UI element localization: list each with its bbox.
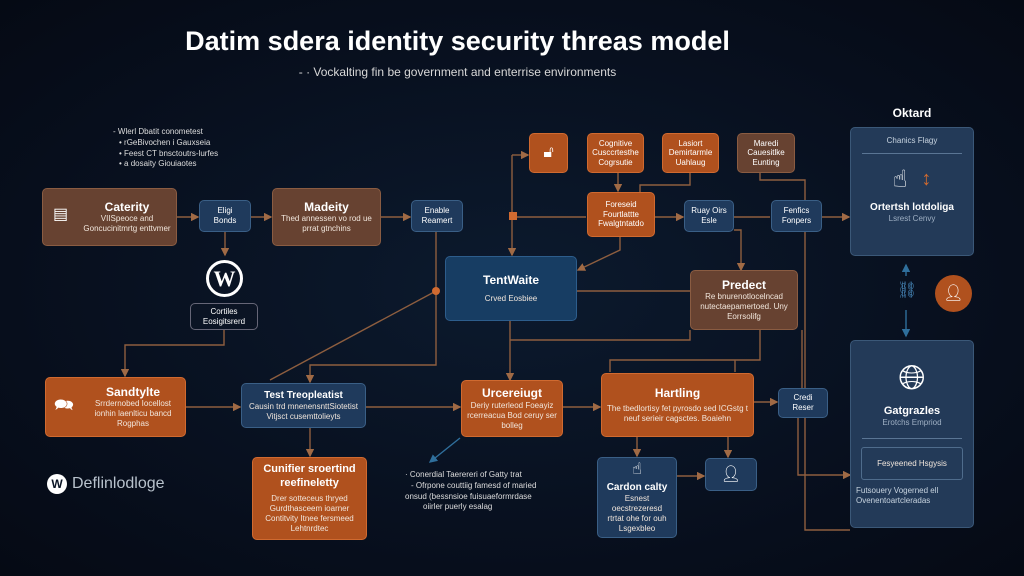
junction-node <box>509 212 517 220</box>
brand-logo: W Deflinlodloge <box>47 474 165 494</box>
fingerprint-icon: ☝︎ <box>892 165 908 193</box>
note-line: • rGeBivochen i Gauxseia <box>119 137 211 147</box>
node-title: Madeity <box>304 199 349 214</box>
page-subtitle: - · Vockalting fin be government and ent… <box>298 65 617 79</box>
brand-name: Deflinlodloge <box>72 475 165 492</box>
panel-inner-box[interactable]: Fesyeened Hsgysis <box>861 447 963 481</box>
divider <box>862 152 962 154</box>
document-stack-icon: ▤ <box>53 206 69 223</box>
node-title: Hartling <box>654 385 701 400</box>
page-title: Datim sdera identity security threas mod… <box>185 26 730 56</box>
node-desc: Re bnurenotlocelncad nutectaepamertoed. … <box>700 292 788 322</box>
panel-title: Ortertsh lotdoliga <box>870 201 954 213</box>
panel-label: Chanics Flagy <box>886 136 938 145</box>
node-urcereiugt[interactable]: Urcereiugt Deriy ruterleod Foeayiz rcerr… <box>461 380 563 437</box>
panel-title: Gatgrazles <box>883 405 941 417</box>
up-down-arrow-icon: ↕ <box>921 168 932 191</box>
node-cortiles[interactable]: Cortiles Eosigitsrerd <box>190 303 258 330</box>
node-title: Lasiort Demirtarmle Uahlaug <box>668 138 713 167</box>
note-line: - Ofrpone couttiig famesd of maried <box>411 480 537 490</box>
node-title: Enable Reamert <box>421 206 453 225</box>
chat-icon: 🗪︎ <box>54 397 74 414</box>
annotation: · Conerdial Taerereri of Gatty trat - Of… <box>405 470 536 513</box>
node-desc: Thed annessen vo rod ue prrat gtnchins <box>281 214 372 234</box>
note-line: oiirler puerly esalag <box>423 502 493 512</box>
node-desc: Esnest oecstrezeresd rtrtat ohe for ouh … <box>607 493 667 533</box>
lock-node[interactable]: 🔓︎ <box>529 133 568 173</box>
user-icon: 👤︎ <box>720 465 742 483</box>
wordpress-icon: W <box>206 260 243 297</box>
node-fenfics[interactable]: Fenfics Fonpers <box>771 200 822 232</box>
node-title: Credi Reser <box>792 393 814 412</box>
node-title: Caterity <box>104 199 150 214</box>
link-icon: ⛓︎ <box>897 282 918 299</box>
note-line: • Feest CT bnsctoutrs-lurfes <box>119 148 219 158</box>
right-panel-heading: Oktard <box>892 106 932 120</box>
node-test[interactable]: Test Treopleatist Causin trd mnenensnttS… <box>241 383 366 428</box>
node-title: Maredi Cauesitlke Eunting <box>747 138 785 167</box>
globe-icon: 🌐︎ <box>898 359 926 397</box>
right-panel-bottom[interactable]: 🌐︎ Gatgrazles Erotchs Empriod Fesyeened … <box>850 340 974 528</box>
note-line: · Conerdial Taerereri of Gatty trat <box>405 470 522 479</box>
right-panel-top[interactable]: Chanics Flagy ☝︎ ↕ Ortertsh lotdoliga Lsr… <box>850 127 974 256</box>
node-eligi[interactable]: Eligi Bonds <box>199 200 251 232</box>
node-desc: The tbedlortisy fet pyrosdo sed ICGstg t… <box>607 404 748 424</box>
node-cognitive[interactable]: Cognitive Cusccrtesthe Cogrsutie <box>587 133 644 173</box>
notes-top: - Wlerl Dbatit conometest • rGeBivochen … <box>113 127 218 170</box>
brand-mark-icon: W <box>47 474 67 494</box>
node-desc: Drer sotteceus thryed Gurdthasceem ioarn… <box>265 493 354 533</box>
note-line: • a dosaity Giouiaotes <box>119 159 197 169</box>
node-title: Cognitive Cusccrtesthe Cogrsutie <box>592 138 639 167</box>
node-title: Sandtylte <box>105 384 160 399</box>
note-line: - Wlerl Dbatit conometest <box>113 127 203 136</box>
node-title: Urcereiugt <box>481 386 543 401</box>
node-cunifier[interactable]: Cunifier sroertind reefineletty Drer sot… <box>252 457 367 540</box>
node-title: Eligi Bonds <box>213 206 237 225</box>
user-node[interactable]: 👤︎ <box>705 458 757 491</box>
node-sandtylte[interactable]: 🗪︎ Sandtylte Srrdernobed Iocellost ionhi… <box>45 377 186 437</box>
panel-desc: Lsrest Cenvy <box>888 213 936 223</box>
node-enable[interactable]: Enable Reamert <box>411 200 463 232</box>
node-maredi[interactable]: Maredi Cauesitlke Eunting <box>737 133 795 173</box>
node-caterity[interactable]: ▤ Caterity VIISpeoce and Goncucinitmrtg … <box>42 188 177 246</box>
node-lasiort[interactable]: Lasiort Demirtarmle Uahlaug <box>662 133 719 173</box>
node-predect[interactable]: Predect Re bnurenotlocelncad nutectaepam… <box>690 270 798 330</box>
node-title: Cardon calty <box>606 481 668 493</box>
node-title: Predect <box>721 277 767 292</box>
node-desc: Causin trd mnenensnttSiotetist Vitjsct c… <box>249 401 358 421</box>
node-title: TentWaite <box>483 273 539 288</box>
panel-desc: Erotchs Empriod <box>882 418 942 428</box>
junction-node <box>432 287 440 295</box>
node-foreseid[interactable]: Foreseid Fourtlattte Fwalgtntatdo <box>587 192 655 237</box>
node-title: Cunifier sroertind reefineletty <box>263 463 356 489</box>
node-title: Test Treopleatist <box>264 389 343 401</box>
node-desc: Crved Eosbiee <box>484 293 538 303</box>
user-avatar-icon[interactable]: 👤︎ <box>935 275 972 312</box>
node-ruay[interactable]: Ruay Oirs Esle <box>684 200 734 232</box>
node-title: Fenfics Fonpers <box>781 206 812 225</box>
node-tentwaite[interactable]: TentWaite Crved Eosbiee <box>445 256 577 321</box>
node-desc: Deriy ruterleod Foeayiz rcerreacua Bod c… <box>467 400 557 430</box>
divider <box>862 438 962 440</box>
node-cardon[interactable]: ☝︎ Cardon calty Esnest oecstrezeresd rtr… <box>597 457 677 538</box>
node-madeity[interactable]: Madeity Thed annessen vo rod ue prrat gt… <box>272 188 381 246</box>
lock-icon: 🔓︎ <box>543 144 554 161</box>
node-title: Foreseid Fourtlattte Fwalgtntatdo <box>598 200 644 229</box>
node-desc: Srrdernobed Iocellost ionhin laenlticu b… <box>94 399 172 429</box>
node-title: Cortiles Eosigitsrerd <box>202 306 246 326</box>
node-title: Ruay Oirs Esle <box>691 206 727 225</box>
node-desc: VIISpeoce and Goncucinitmrtg enttvmer <box>83 214 171 234</box>
panel-footnote: Futsouery Vogerned ell Ovenentoartclerad… <box>856 486 939 506</box>
fingerprint-icon: ☝︎ <box>632 460 642 478</box>
note-line: onsud (bessnsioe fuisuaeformrdase <box>405 491 532 501</box>
node-credi[interactable]: Credi Reser <box>778 388 828 418</box>
node-hartling[interactable]: Hartling The tbedlortisy fet pyrosdo sed… <box>601 373 754 437</box>
